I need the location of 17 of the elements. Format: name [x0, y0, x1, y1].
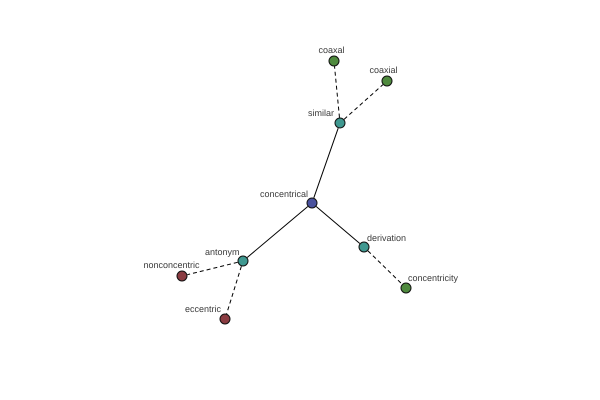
link-line [246, 206, 308, 258]
dashed-link-line [186, 262, 238, 276]
node-label: antonym [205, 247, 240, 257]
node-label: coaxial [370, 65, 398, 75]
node-label: concentricity [408, 273, 458, 283]
node-label: eccentric [185, 304, 222, 314]
node-label: similar [308, 108, 334, 118]
node-label: nonconcentric [144, 260, 200, 270]
dashed-link-line [344, 84, 384, 120]
node-label: concentrical [260, 189, 308, 199]
link-line [316, 206, 360, 244]
dashed-link-line [367, 250, 403, 285]
link-line [313, 128, 339, 198]
dashed-link-line [226, 266, 242, 314]
node-label: coaxal [318, 45, 345, 55]
dashed-link-line [334, 66, 340, 118]
node-label: derivation [367, 233, 406, 243]
